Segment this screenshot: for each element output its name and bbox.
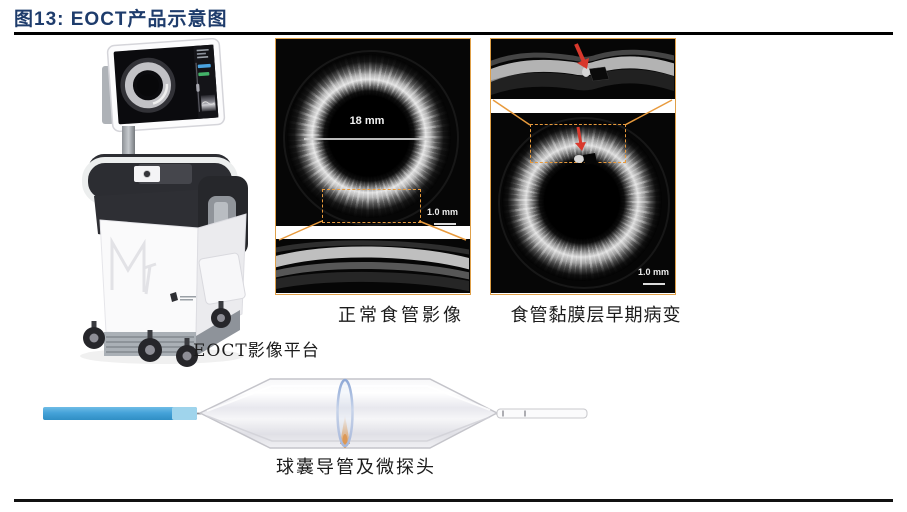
small-brand-text bbox=[180, 299, 193, 301]
casters bbox=[83, 301, 231, 367]
normal-oct-image: 18 mm 1.0 mm bbox=[276, 39, 470, 226]
caster-wheel bbox=[211, 301, 231, 328]
normal-zoom-inset bbox=[276, 239, 470, 293]
side-pocket bbox=[198, 252, 246, 305]
inset-gap bbox=[491, 99, 675, 113]
normal-esophagus-panel: 18 mm 1.0 mm bbox=[275, 38, 471, 295]
screen-blue-progress-bar bbox=[197, 63, 211, 69]
screen-oct-ring-highlight bbox=[127, 65, 169, 106]
deck-dial bbox=[143, 170, 151, 178]
diameter-label: 18 mm bbox=[349, 115, 385, 127]
caster-wheel bbox=[83, 321, 105, 349]
screen-green-progress-bar bbox=[198, 72, 210, 77]
screen-text-row bbox=[196, 48, 209, 52]
lesion-tissue-art bbox=[491, 43, 674, 96]
caption-normal-esophagus: 正常食管影像 bbox=[338, 305, 464, 326]
brand-t-logo-embossed bbox=[144, 265, 152, 295]
oct-ring-normal bbox=[287, 54, 451, 218]
catheter-shaft-tip-segment bbox=[172, 407, 197, 420]
caption-balloon-catheter: 球囊导管及微探头 bbox=[276, 457, 436, 478]
oct-outer-halo bbox=[498, 117, 670, 289]
caption-imaging-platform: EOCT影像平台 bbox=[193, 341, 320, 361]
caster-wheel bbox=[138, 330, 162, 362]
scale-label: 1.0 mm bbox=[637, 267, 669, 277]
distal-tip-tube bbox=[496, 408, 588, 419]
diameter-measure-line bbox=[304, 138, 427, 140]
bottom-divider bbox=[14, 499, 893, 502]
screen-oct-lumen bbox=[136, 74, 159, 97]
tip-tube bbox=[496, 408, 588, 419]
lens-ring bbox=[336, 378, 354, 448]
tissue-layers-art bbox=[276, 240, 469, 292]
caption-lesion: 食管黏膜层早期病变 bbox=[510, 305, 682, 326]
lesion-arrow-icon bbox=[574, 43, 589, 69]
cart-top-deck bbox=[82, 154, 238, 205]
roi-box-icon bbox=[530, 124, 626, 163]
caster-wheel bbox=[176, 338, 198, 367]
screen-bscan-trace bbox=[202, 101, 215, 105]
micro-probe-lens bbox=[336, 378, 354, 448]
lesion-oct-image: 1.0 mm bbox=[491, 113, 675, 293]
screen-text-row bbox=[197, 55, 209, 59]
inset-gap bbox=[276, 226, 470, 239]
title-divider bbox=[14, 32, 893, 35]
oct-speckle-texture bbox=[287, 54, 451, 218]
balloon-catheter-illustration bbox=[43, 378, 588, 449]
catheter-shaft bbox=[43, 407, 197, 420]
eoct-imaging-cart-illustration bbox=[80, 38, 248, 367]
screen-text-row bbox=[196, 52, 206, 55]
screen-slider-thumb bbox=[196, 83, 200, 92]
roi-box-icon bbox=[322, 189, 421, 223]
optical-beam bbox=[340, 415, 350, 444]
scale-label: 1.0 mm bbox=[426, 207, 458, 217]
screen-oct-ring-halo bbox=[120, 57, 176, 113]
figure-title: 图13: EOCT产品示意图 bbox=[14, 9, 228, 30]
lesion-zoom-inset bbox=[491, 39, 675, 99]
small-brand-mark bbox=[170, 292, 178, 302]
monitor bbox=[106, 38, 226, 133]
small-brand-text bbox=[180, 296, 196, 298]
brand-m-logo-embossed bbox=[110, 236, 146, 292]
lesion-panel: 1.0 mm bbox=[490, 38, 676, 295]
scale-bar bbox=[643, 283, 665, 285]
scale-bar bbox=[434, 223, 456, 225]
oct-outer-halo bbox=[283, 50, 459, 226]
